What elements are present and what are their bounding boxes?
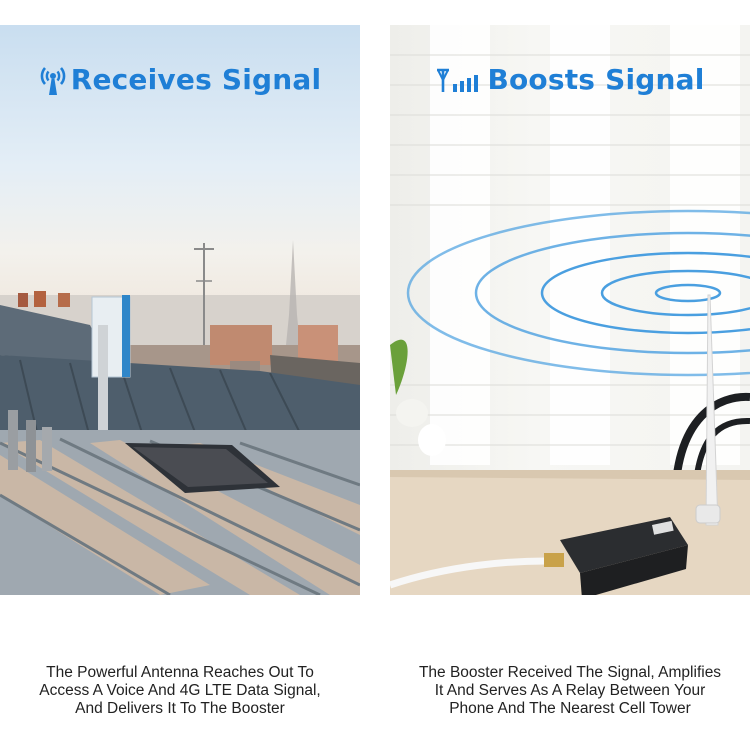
signal-waves <box>406 209 750 377</box>
boosts-signal-title: Boosts Signal <box>487 63 705 96</box>
signal-bars-icon <box>437 68 479 92</box>
receives-signal-headline: Receives Signal <box>0 63 360 96</box>
caption-line: Access A Voice And 4G LTE Data Signal, <box>39 682 321 699</box>
caption-line: The Powerful Antenna Reaches Out To <box>46 664 314 681</box>
booster-device-photo <box>390 25 750 595</box>
rooftop-antenna-photo <box>0 240 360 595</box>
caption-line: And Delivers It To The Booster <box>75 700 285 717</box>
receives-signal-panel: Receives Signal <box>0 25 360 595</box>
boosts-signal-headline: Boosts Signal <box>390 63 750 96</box>
boosts-signal-caption: The Booster Received The Signal, Amplifi… <box>390 664 750 718</box>
receives-signal-title: Receives Signal <box>70 63 322 96</box>
antenna-broadcast-icon <box>40 66 65 95</box>
boosts-signal-panel: Boosts Signal <box>390 25 750 595</box>
caption-line: The Booster Received The Signal, Amplifi… <box>418 664 722 681</box>
caption-line: Phone And The Nearest Cell Tower <box>449 700 691 717</box>
caption-line: It And Serves As A Relay Between Your <box>434 682 706 699</box>
receives-signal-caption: The Powerful Antenna Reaches Out To Acce… <box>0 664 360 718</box>
